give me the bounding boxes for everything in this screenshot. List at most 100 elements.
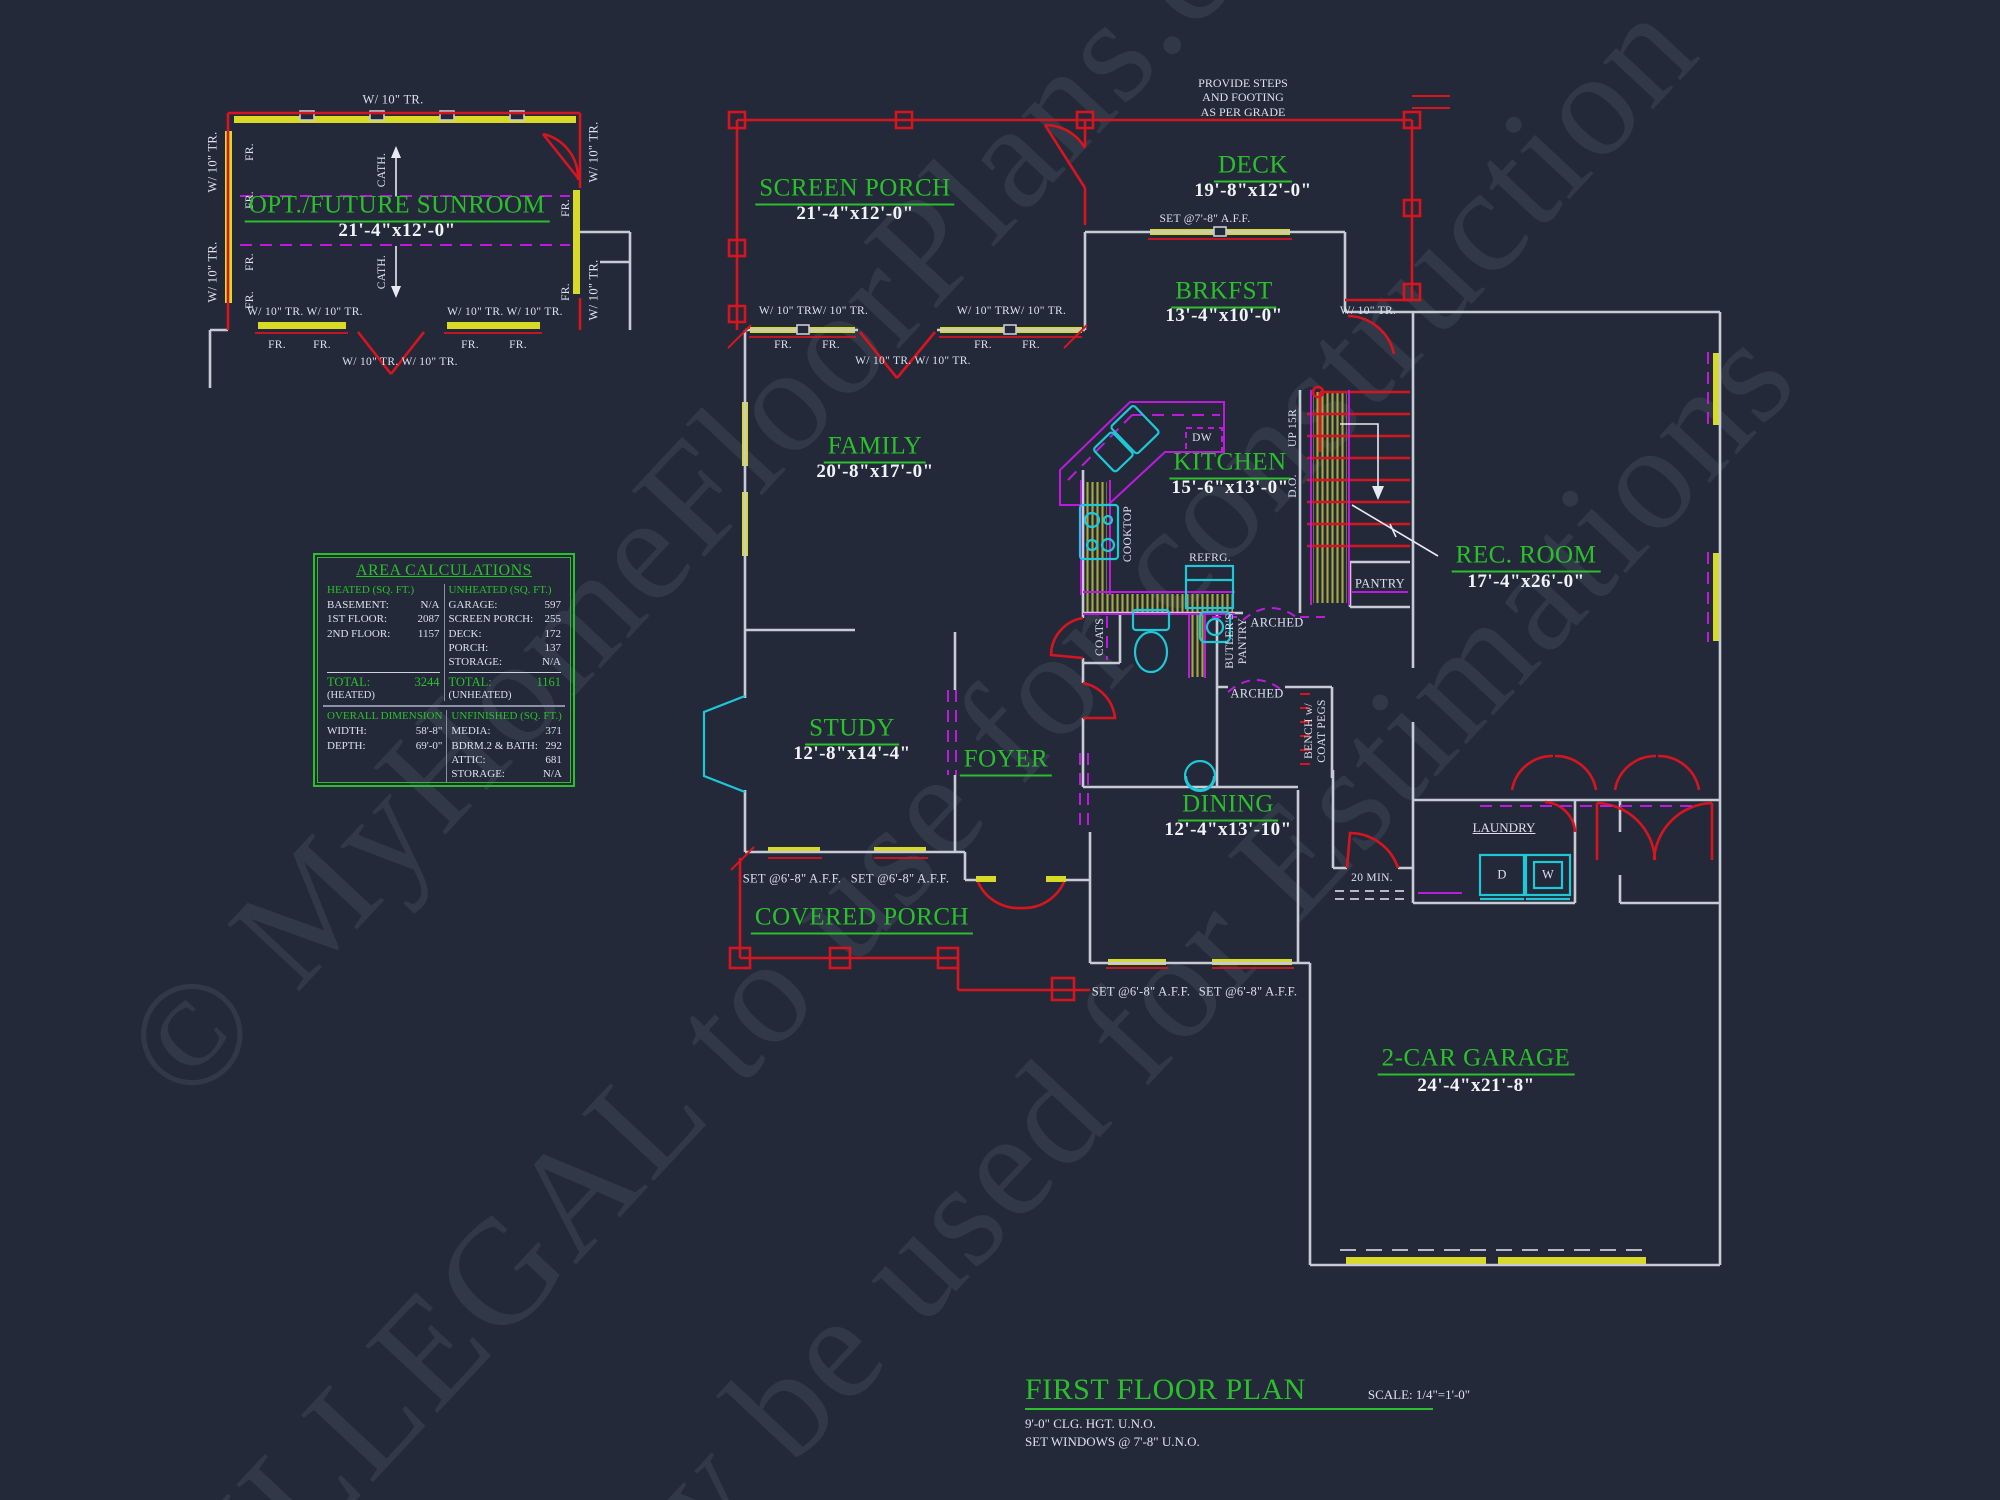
heated-total: TOTAL:3244 (HEATED) xyxy=(327,669,440,701)
dim-label-brkfst: 13'-4"x10'-0" xyxy=(1165,305,1283,326)
annotation-refrg: REFRG. xyxy=(1189,552,1231,564)
annotation-w10tr-pair: W/ 10" TR. W/ 10" TR. xyxy=(247,306,363,318)
room-label-foyer: FOYER xyxy=(959,746,1053,777)
table-row: 2ND FLOOR:1157 xyxy=(327,627,440,640)
annotation-fr: FR. xyxy=(560,283,572,301)
dim-label-kitchen: 15'-6"x13'-0" xyxy=(1171,477,1289,498)
kitchen-sink xyxy=(1093,405,1160,473)
room-label-study: STUDY xyxy=(805,715,899,746)
annotation-fr: FR. xyxy=(774,339,792,351)
annotation-fr: FR. xyxy=(822,339,840,351)
doors-porch-layer xyxy=(226,95,1714,1002)
annotation-fr: FR. xyxy=(560,199,572,217)
unfinished-header: UNFINISHED (SQ. FT.) xyxy=(451,710,562,723)
butler-sink-fixture xyxy=(1198,610,1232,644)
annotation-fr: FR. xyxy=(313,339,331,351)
annotation-w10tr-pair: W/ 10" TR. W/ 10" TR. xyxy=(342,356,458,368)
page-title: FIRST FLOOR PLAN xyxy=(1025,1373,1306,1406)
room-label-rec-room: REC. ROOM xyxy=(1451,542,1601,573)
provide-line-3: AS PER GRADE xyxy=(1200,104,1286,119)
annotation-w10tr: W/ 10" TR. xyxy=(205,241,220,303)
room-label-covered-porch: COVERED PORCH xyxy=(750,904,974,935)
annotation-w10tr: W/ 10" TR. xyxy=(586,259,601,321)
annotation-w10tr: W/ 10" TR. xyxy=(1339,305,1397,317)
dim-label-dining: 12'-4"x13'-10" xyxy=(1164,819,1292,840)
annotation-w10tr: W/ 10" TR. xyxy=(362,92,424,107)
annotation-washer: W xyxy=(1541,867,1555,882)
dim-label-screen-porch: 21'-4"x12'-0" xyxy=(796,203,914,224)
table-row: DECK:172 xyxy=(448,627,562,640)
annotation-fr: FR. xyxy=(244,253,256,271)
annotation-set68: SET @6'-8" A.F.F. xyxy=(850,871,950,886)
title-block: FIRST FLOOR PLAN SCALE: 1/4"=1'-0" 9'-0"… xyxy=(1025,1373,1470,1450)
annotation-fr: FR. xyxy=(1022,339,1040,351)
fixtures-layer xyxy=(702,405,1572,901)
annotation-butlers-pantry: BUTLER'S PANTRY xyxy=(1224,613,1250,669)
butlers-line-1: BUTLER'S xyxy=(1223,613,1236,669)
annotation-w10tr: W/ 10" TR. xyxy=(956,305,1014,317)
annotation-dryer: D xyxy=(1497,867,1507,882)
annotation-bench-coat-pegs: BENCH w/ COAT PEGS xyxy=(1303,699,1329,763)
annotation-cath: CATH. xyxy=(376,254,388,290)
annotation-fr: FR. xyxy=(461,339,479,351)
annotation-fr: FR. xyxy=(268,339,286,351)
table-divider xyxy=(323,705,565,708)
table-row: 1ST FLOOR:2087 xyxy=(327,613,440,626)
room-label-garage: 2-CAR GARAGE xyxy=(1377,1045,1575,1076)
table-row: WIDTH:58'-8" xyxy=(327,725,443,738)
table-row: SCREEN PORCH:255 xyxy=(448,613,562,626)
heated-header: HEATED (SQ. FT.) xyxy=(327,584,415,596)
area-calculations-table: AREA CALCULATIONS HEATED (SQ. FT.) BASEM… xyxy=(313,553,575,787)
annotation-arched-1: ARCHED xyxy=(1250,615,1304,630)
table-row: GARAGE:597 xyxy=(448,599,562,611)
annotation-cooktop: COOKTOP xyxy=(1122,505,1134,563)
annotation-w10tr: W/ 10" TR. xyxy=(811,305,869,317)
annotation-coats: COATS xyxy=(1094,618,1106,656)
annotation-20min: 20 MIN. xyxy=(1351,872,1393,884)
room-label-deck: DECK xyxy=(1213,152,1293,183)
overall-header: OVERALL DIMENSION xyxy=(327,710,443,723)
pedestal-sink-fixture xyxy=(1183,759,1217,793)
heated-column: HEATED (SQ. FT.) BASEMENT:N/A 1ST FLOOR:… xyxy=(323,584,444,701)
table-row: MEDIA:371 xyxy=(451,725,562,738)
table-row: PORCH:137 xyxy=(448,641,562,654)
dim-label-sunroom: 21'-4"x12'-0" xyxy=(338,220,456,241)
toilet-fixture xyxy=(1131,608,1171,674)
area-table-title: AREA CALCULATIONS xyxy=(355,562,533,579)
scale-note: SCALE: 1/4"=1'-0" xyxy=(1367,1387,1471,1402)
ceiling-note: 9'-0" CLG. HGT. U.N.O. xyxy=(1025,1416,1156,1431)
room-label-screen-porch: SCREEN PORCH xyxy=(755,175,955,206)
dim-label-deck: 19'-8"x12'-0" xyxy=(1194,180,1312,201)
table-row: DEPTH:69'-0" xyxy=(327,739,443,752)
annotation-w10tr: W/ 10" TR. xyxy=(1009,305,1067,317)
unheated-column: UNHEATED (SQ. FT.) GARAGE:597 SCREEN POR… xyxy=(443,584,566,702)
room-label-laundry: LAUNDRY xyxy=(1472,820,1536,835)
counters-arches-layer xyxy=(240,195,1709,894)
annotation-arched-2: ARCHED xyxy=(1230,686,1284,701)
annotation-fr: FR. xyxy=(974,339,992,351)
annotation-w10tr: W/ 10" TR. xyxy=(205,131,220,193)
dim-label-study: 12'-8"x14'-4" xyxy=(793,743,911,764)
annotation-w10tr-pair: W/ 10" TR. W/ 10" TR. xyxy=(447,306,563,318)
dim-label-family: 20'-8"x17'-0" xyxy=(816,461,934,482)
room-label-brkfst: BRKFST xyxy=(1171,278,1277,309)
annotation-do: D.O. xyxy=(1287,474,1299,498)
annotation-w10tr: W/ 10" TR. xyxy=(586,121,601,183)
annotation-w10tr-pair: W/ 10" TR. W/ 10" TR. xyxy=(855,355,971,367)
provide-line-1: PROVIDE STEPS xyxy=(1198,76,1288,90)
title-underline xyxy=(1025,1408,1433,1410)
annotation-provide-steps: PROVIDE STEPS AND FOOTING AS PER GRADE xyxy=(1198,76,1288,119)
butlers-line-2: PANTRY xyxy=(1237,617,1249,665)
annotation-dw: DW xyxy=(1192,432,1212,444)
room-label-family: FAMILY xyxy=(823,433,927,464)
washer-dryer-fixtures xyxy=(1478,853,1572,901)
annotation-set68: SET @6'-8" A.F.F. xyxy=(1198,984,1298,999)
dim-label-rec-room: 17'-4"x26'-0" xyxy=(1467,571,1585,592)
unheated-total: TOTAL:1161 (UNHEATED) xyxy=(448,669,561,701)
table-row: ATTIC:681 xyxy=(451,754,562,767)
annotation-w10tr: W/ 10" TR. xyxy=(758,305,816,317)
table-row: BASEMENT:N/A xyxy=(327,599,440,611)
annotation-up15r: UP 15R xyxy=(1287,408,1299,448)
annotation-pantry: PANTRY xyxy=(1355,576,1405,591)
